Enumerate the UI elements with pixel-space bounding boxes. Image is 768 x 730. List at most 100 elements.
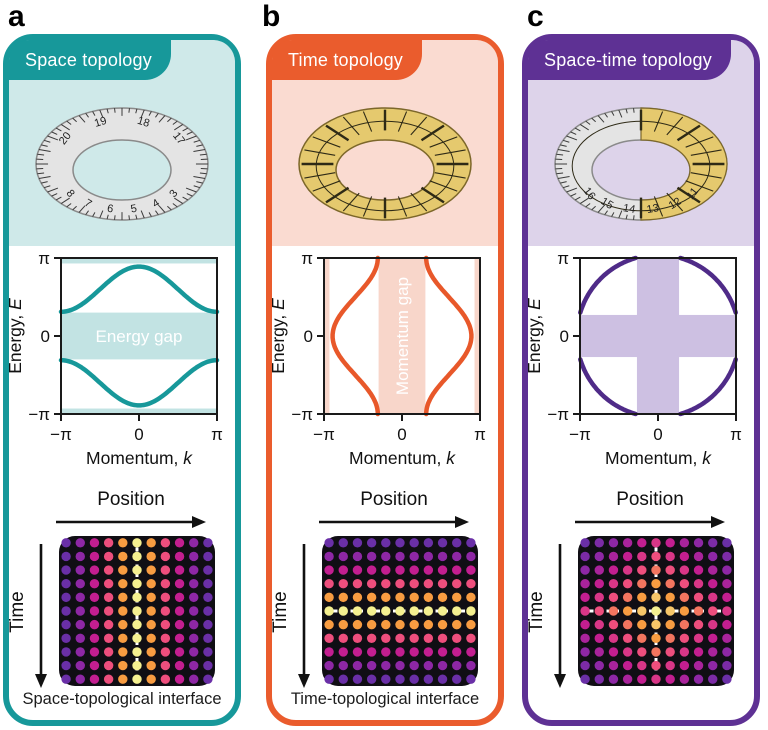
lattice-site <box>146 606 156 616</box>
lattice-site <box>132 660 142 671</box>
lattice-plot <box>322 536 478 686</box>
position-arrow-icon <box>56 516 206 528</box>
lattice-site <box>423 551 434 562</box>
lattice-site <box>146 619 156 630</box>
lattice-site <box>146 592 156 603</box>
lattice-site <box>423 660 434 671</box>
lattice-site <box>381 674 391 684</box>
lattice-site <box>381 538 391 548</box>
lattice-site <box>146 579 156 589</box>
lattice-site <box>89 565 100 575</box>
lattice-site <box>395 606 405 616</box>
time-axis: Time <box>270 544 310 688</box>
lattice-site <box>693 660 704 671</box>
lattice-site <box>189 660 199 671</box>
lattice-site <box>608 592 619 603</box>
panel-caption: Space-topological interface <box>22 690 222 708</box>
lattice-site <box>708 660 718 671</box>
lattice-site <box>174 674 185 684</box>
lattice-site <box>409 606 419 616</box>
lattice-site <box>324 633 334 643</box>
lattice-site <box>103 647 114 657</box>
lattice-site <box>437 619 448 630</box>
lattice-site <box>409 647 419 657</box>
lattice-site <box>651 551 661 562</box>
band-curve <box>58 264 220 315</box>
lattice-site <box>61 551 71 562</box>
lattice-site <box>452 660 462 671</box>
lattice-site <box>622 647 633 657</box>
lattice-site <box>693 538 704 548</box>
lattice-site <box>679 633 690 643</box>
lattice-site <box>395 579 405 589</box>
lattice-site <box>594 538 604 548</box>
lattice-site <box>637 647 647 657</box>
lattice-site <box>103 606 114 616</box>
lattice-site <box>324 619 334 630</box>
band-curve <box>330 255 381 417</box>
mobius-number: 14 <box>622 202 636 216</box>
lattice-site <box>693 551 704 562</box>
lattice-site <box>580 579 590 589</box>
position-arrow-icon <box>319 516 469 528</box>
mobius-number: 18 <box>136 115 151 130</box>
panel-letter-c: c <box>527 0 544 33</box>
lattice-site <box>437 538 448 548</box>
lattice-site <box>203 538 213 548</box>
lattice-site <box>89 592 100 603</box>
lattice-site <box>608 579 619 589</box>
position-axis: Position <box>51 489 211 530</box>
mobius-number: 7 <box>82 197 93 210</box>
lattice-site <box>395 647 405 657</box>
lattice-site <box>103 592 114 603</box>
lattice-site <box>324 674 334 684</box>
lattice-site <box>395 633 405 643</box>
lattice-site <box>437 674 448 684</box>
y-axis-label: Energy, E <box>524 298 544 374</box>
lattice-site <box>174 551 185 562</box>
lattice-site <box>452 633 462 643</box>
lattice-site <box>452 606 462 616</box>
lattice-site <box>118 565 128 575</box>
lattice-site <box>189 674 199 684</box>
lattice-site <box>189 606 199 616</box>
gap-shade-horizontal <box>61 312 217 360</box>
lattice-site <box>118 660 128 671</box>
position-axis-label: Position <box>616 489 684 510</box>
lattice-site <box>409 565 419 575</box>
band-curve <box>578 255 638 315</box>
lattice-site <box>61 647 71 657</box>
lattice-site <box>693 579 704 589</box>
lattice-site <box>679 565 690 575</box>
position-axis-label: Position <box>97 489 165 510</box>
y-tick-label: 0 <box>41 327 50 346</box>
lattice-site <box>651 538 661 548</box>
y-tick-label: −π <box>28 405 50 424</box>
lattice-site <box>622 538 633 548</box>
lattice-site <box>381 633 391 643</box>
lattice-site <box>665 606 675 616</box>
lattice-site <box>708 565 718 575</box>
lattice-site <box>409 538 419 548</box>
lattice-site <box>132 551 142 562</box>
lattice-site <box>466 674 476 684</box>
lattice-site <box>366 538 377 548</box>
arrowhead-right <box>192 516 206 528</box>
lattice-site <box>580 674 590 684</box>
lattice-site <box>437 579 448 589</box>
lattice-site <box>665 579 675 589</box>
lattice-site <box>366 647 377 657</box>
band-curve <box>58 357 220 408</box>
lattice-site <box>103 551 114 562</box>
lattice-site <box>594 633 604 643</box>
lattice-site <box>423 538 434 548</box>
lattice-site <box>75 565 85 575</box>
lattice-site <box>637 619 647 630</box>
lattice-site <box>352 579 363 589</box>
lattice-site <box>352 674 363 684</box>
lattice-site <box>189 579 199 589</box>
lattice-site <box>132 619 142 630</box>
lattice-site <box>395 619 405 630</box>
lattice-site <box>89 660 100 671</box>
